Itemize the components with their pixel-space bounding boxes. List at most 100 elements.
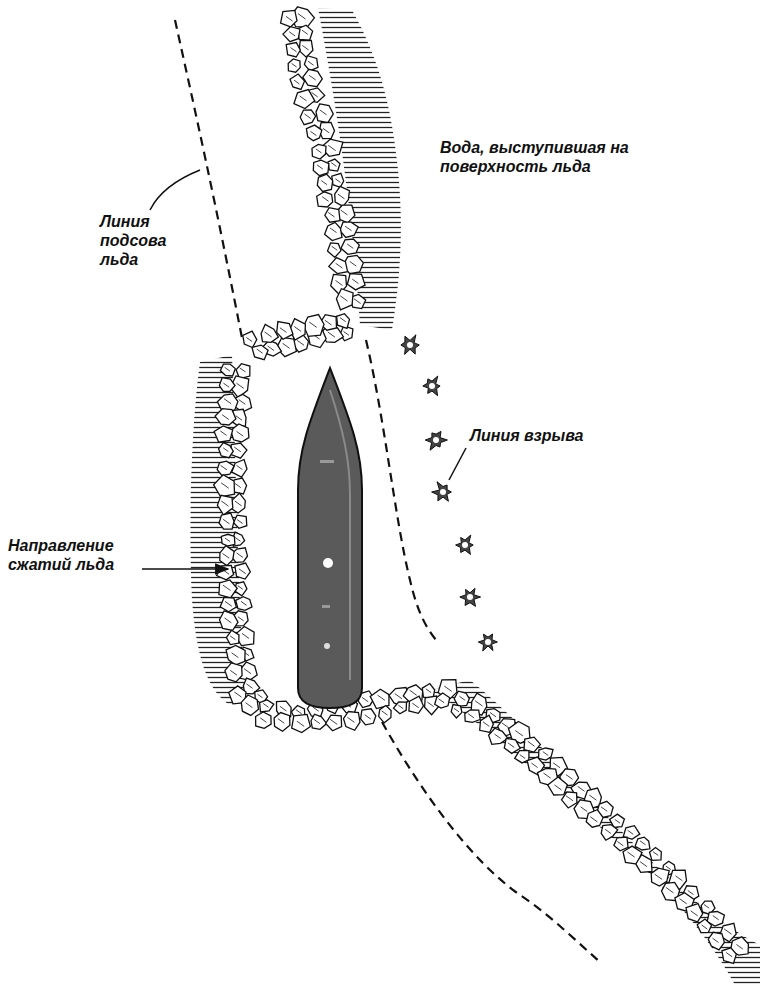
ice-crack (347, 244, 353, 248)
ice-block (235, 563, 250, 579)
leader-line (449, 448, 466, 480)
ice-block (614, 837, 628, 851)
ice-crack (340, 296, 347, 301)
ice-crack (362, 697, 368, 701)
ice-crack (688, 890, 694, 894)
ice-block (326, 715, 342, 731)
ice-crack (309, 75, 316, 80)
ice-crack (223, 448, 228, 452)
ice-crack (553, 763, 560, 768)
ice-crack (531, 763, 537, 767)
ice-crack (224, 399, 231, 404)
ice-crack (292, 63, 297, 67)
ice-crack (724, 929, 731, 934)
ice-block (274, 713, 290, 732)
ice-crack (495, 734, 501, 738)
ice-block (300, 110, 316, 125)
explosion-core (440, 489, 446, 495)
ice-crack (412, 703, 418, 708)
ice-block (281, 10, 297, 27)
ice-crack (235, 538, 240, 542)
ice-crack (352, 279, 358, 283)
ice-crack (310, 131, 316, 135)
ice-crack (291, 48, 297, 52)
ice-crack (278, 719, 284, 724)
ice-crack (309, 322, 317, 327)
ice-crack (554, 785, 561, 790)
ice-block (325, 208, 340, 223)
ice-crack (680, 899, 687, 904)
ice-crack (237, 465, 243, 469)
ice-hummocks (214, 7, 749, 964)
ice-crack (325, 320, 332, 325)
ice-block (329, 258, 348, 274)
ice-crack (246, 703, 253, 708)
ship-mark (322, 605, 330, 608)
ice-crack (237, 553, 243, 558)
explosion-mark (401, 335, 419, 355)
ice-crack (223, 383, 229, 387)
ice-block (234, 515, 247, 528)
ice-crack (263, 703, 268, 707)
ice-block (220, 546, 234, 566)
ice-block (241, 695, 258, 715)
callout-label: Линия подсова льда (100, 212, 186, 270)
ice-crack (615, 819, 620, 823)
ice-crack (395, 694, 402, 699)
explosion-mark (456, 535, 474, 554)
ice-crack (225, 601, 232, 606)
ice-block (219, 378, 235, 392)
ice-crack (225, 367, 230, 371)
ice-crack (257, 349, 263, 353)
callout-label: Вода, выступившая на поверхность льда (440, 138, 640, 176)
ice-block (260, 700, 274, 712)
ice-crack (235, 483, 241, 487)
ice-crack (382, 711, 388, 715)
explosion-core (407, 342, 413, 348)
ice-crack (736, 944, 742, 949)
callout-label: Направление сжатий льда (8, 536, 136, 574)
ice-crack (336, 280, 343, 285)
callout-label: Линия взрыва (470, 426, 630, 445)
ice-crack (712, 938, 718, 942)
explosion-mark (460, 588, 481, 606)
explosion-core (462, 542, 468, 548)
ice-crack (468, 714, 474, 718)
ice-block (347, 274, 365, 290)
ice-crack (502, 723, 509, 728)
ice-crack (653, 852, 658, 856)
explosion-mark (478, 634, 497, 651)
ice-crack (225, 538, 230, 542)
ice-block (290, 319, 306, 340)
ice-block (252, 345, 268, 360)
ice-crack (438, 699, 444, 703)
ice-crack (336, 263, 343, 268)
ice-block (231, 424, 249, 442)
ice-block (325, 222, 342, 240)
ice-block (214, 426, 233, 442)
ice-crack (221, 483, 229, 488)
ice-crack (237, 520, 243, 524)
ice-crack (581, 807, 588, 812)
ice-crack (246, 684, 252, 688)
ice-block (312, 144, 326, 159)
explosion-core (485, 639, 491, 645)
ice-crack (605, 829, 611, 833)
ice-block (303, 69, 323, 86)
ice-block (294, 90, 315, 109)
ice-crack (239, 569, 246, 574)
ice-crack (238, 586, 243, 590)
ice-crack (354, 299, 361, 304)
ice-block (217, 565, 234, 580)
ice-block (217, 461, 234, 475)
ice-block (361, 709, 376, 725)
ice-crack (330, 719, 337, 724)
ice-block (311, 714, 327, 729)
ice-crack (343, 331, 348, 335)
explosion-core (433, 437, 439, 443)
ice-crack (331, 163, 336, 167)
ice-block (686, 904, 703, 922)
ice-crack (239, 400, 246, 405)
ice-block (317, 174, 332, 191)
ice-crack (280, 328, 287, 333)
